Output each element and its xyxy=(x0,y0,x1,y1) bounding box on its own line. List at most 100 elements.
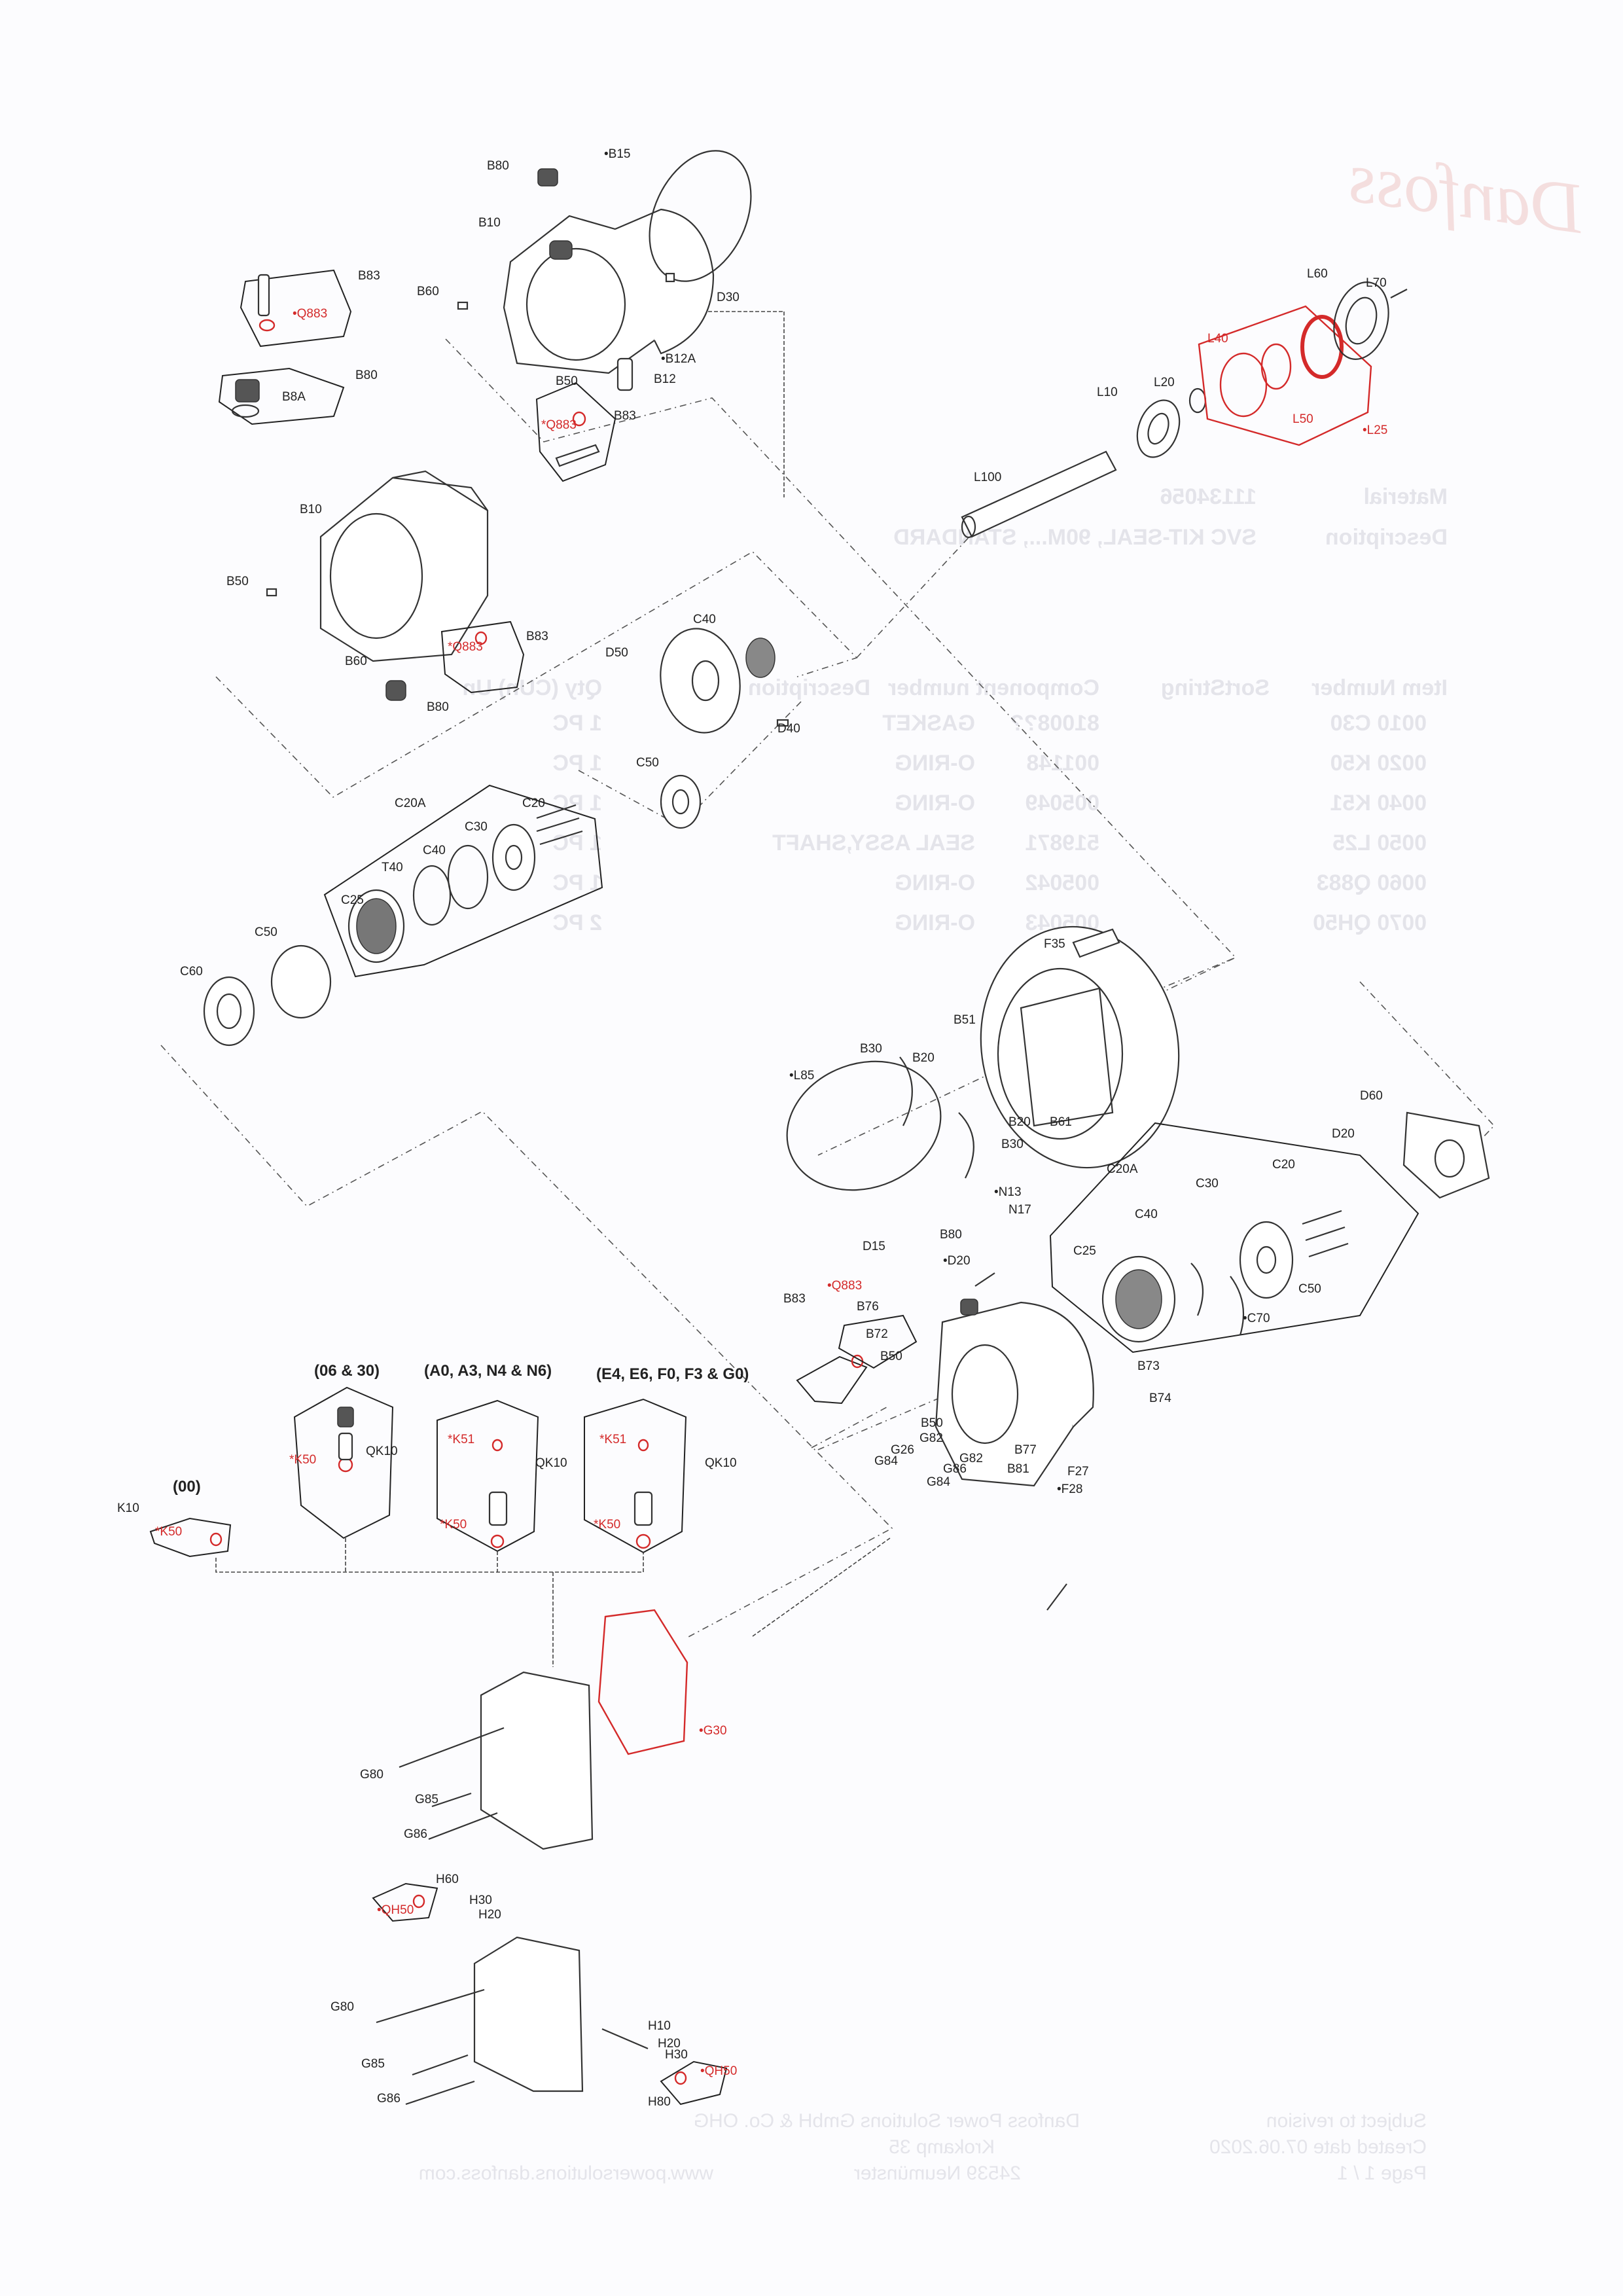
part-label: L20 xyxy=(1154,376,1175,389)
plate-c50 xyxy=(660,774,702,829)
part-label: B51 xyxy=(954,1013,976,1027)
part-label: B50 xyxy=(921,1416,943,1430)
part-label: *K51 xyxy=(448,1433,474,1446)
bleed-through-text: Danfoss Material 11134056 Description SV… xyxy=(419,137,1590,2184)
part-label: B50 xyxy=(556,374,578,388)
part-label: B81 xyxy=(1007,1462,1029,1476)
part-label: C50 xyxy=(255,925,277,939)
part-label: B74 xyxy=(1149,1391,1171,1405)
housing-lower-right xyxy=(796,1272,1094,1611)
option-heading: (06 & 30) xyxy=(314,1362,380,1380)
part-label: L10 xyxy=(1097,386,1118,399)
part-label: *K50 xyxy=(440,1518,467,1532)
option-box-a0-n6 xyxy=(437,1399,539,1552)
option-heading: (E4, E6, F0, F3 & G0) xyxy=(596,1365,749,1383)
part-label: C20 xyxy=(522,797,545,810)
part-label: H80 xyxy=(648,2095,671,2109)
part-label: C30 xyxy=(465,820,488,834)
part-label: H30 xyxy=(665,2048,688,2062)
ghost-table-cell-description: O-RING xyxy=(895,791,975,816)
part-label: •C70 xyxy=(1243,1312,1270,1325)
part-label: B20 xyxy=(1008,1115,1031,1129)
block-upper xyxy=(480,1671,594,1850)
part-label: B80 xyxy=(355,368,378,382)
part-label: G86 xyxy=(943,1462,967,1476)
control-blocks xyxy=(372,1609,728,2106)
shim-b30 xyxy=(899,1056,913,1126)
ghost-footer-page: Page 1 / 1 xyxy=(1337,2162,1427,2184)
bolt-g80 xyxy=(399,1727,505,1768)
part-label: B73 xyxy=(1137,1359,1160,1373)
part-label: G86 xyxy=(404,1827,427,1841)
part-label: •Q883 xyxy=(827,1279,862,1293)
ghost-table-cell-item: 0050 L25 xyxy=(1332,831,1427,855)
housing-f35-right xyxy=(786,925,1180,1191)
plug-b12 xyxy=(616,357,633,391)
part-label: B83 xyxy=(358,269,380,283)
ghost-footer-subject: Subject to revision xyxy=(1266,2110,1427,2132)
part-label: B80 xyxy=(940,1228,962,1242)
ghost-table-cell-component: 005042 xyxy=(1026,870,1099,895)
part-label: •QH50 xyxy=(377,1903,414,1917)
sleeve-c50 xyxy=(270,944,332,1019)
part-label: F27 xyxy=(1067,1465,1089,1479)
part-label: C20 xyxy=(1272,1158,1295,1172)
part-label: K10 xyxy=(117,1501,139,1515)
ghost-table-cell-item: 0040 K51 xyxy=(1330,791,1427,816)
valve-plate-group xyxy=(660,628,789,829)
part-label: •L25 xyxy=(1363,423,1387,437)
part-label: L50 xyxy=(1293,412,1313,426)
part-label: B61 xyxy=(1050,1115,1072,1129)
part-label: B83 xyxy=(783,1292,806,1306)
rotating-group-c20a-right xyxy=(1049,1111,1490,1354)
ghost-footer-created: Created date 07.06.2020 xyxy=(1209,2136,1427,2158)
part-label: G84 xyxy=(874,1454,898,1468)
part-label: •Q883 xyxy=(293,307,327,321)
part-label: D40 xyxy=(777,722,800,736)
part-label: •B15 xyxy=(604,147,630,161)
ghost-table-cell-qty: 2 PC xyxy=(552,910,602,935)
part-label: H30 xyxy=(469,1893,492,1907)
part-label: D60 xyxy=(1360,1089,1383,1103)
part-label: QK10 xyxy=(705,1456,737,1470)
part-label: •D20 xyxy=(943,1254,971,1268)
part-label: •G30 xyxy=(699,1724,727,1738)
screw-l70 xyxy=(1390,289,1408,298)
part-label: C25 xyxy=(341,893,364,907)
housing-b10-middle xyxy=(266,470,525,701)
valve-options xyxy=(149,1386,687,1667)
ghost-table-cell-description: O-RING xyxy=(895,910,975,935)
ring-l20 xyxy=(1188,387,1207,414)
option-box-e4-g0 xyxy=(584,1398,687,1554)
ghost-table-cell-qty: 1 PC xyxy=(552,711,602,736)
ghost-table-cell-description: GASKET xyxy=(882,711,975,736)
plate-l60 xyxy=(1333,281,1389,360)
option-box-06-30 xyxy=(293,1386,394,1539)
part-label: •L85 xyxy=(789,1069,814,1083)
ghost-table-cell-component: 519871 xyxy=(1026,831,1099,855)
part-label: QK10 xyxy=(535,1456,567,1470)
part-label: C40 xyxy=(693,613,716,626)
gasket-l85 xyxy=(786,1060,942,1191)
part-label: C25 xyxy=(1073,1244,1096,1258)
part-label: T40 xyxy=(382,861,403,874)
detail-box-d15 xyxy=(838,1314,918,1369)
part-label: H20 xyxy=(478,1908,501,1922)
rotating-group-c20a-left xyxy=(203,784,603,1047)
part-label: •F28 xyxy=(1057,1482,1082,1496)
part-label: B8A xyxy=(282,390,306,404)
part-label: C20A xyxy=(1107,1162,1138,1176)
part-label: G84 xyxy=(927,1475,950,1489)
ghost-footer-city: 24539 Neumünster xyxy=(854,2162,1021,2184)
block-lower xyxy=(473,1936,584,2092)
shim-b30-2 xyxy=(958,1112,974,1179)
ghost-header-qty: Qty (CUn) Un xyxy=(463,675,602,700)
ghost-table-cell-qty: 1 PC xyxy=(552,870,602,895)
ghost-footer-street: Krokamp 35 xyxy=(889,2136,995,2158)
part-label: B80 xyxy=(427,700,449,714)
part-label: •B12A xyxy=(661,352,696,366)
part-label: G82 xyxy=(919,1431,943,1445)
part-label: B20 xyxy=(912,1051,935,1065)
